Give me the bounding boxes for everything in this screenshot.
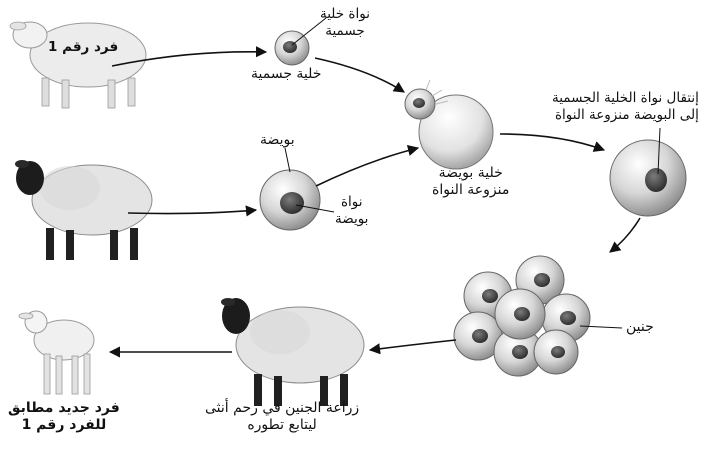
label-implantation-line-1: زراعة الجنين في رحم أنثى bbox=[205, 400, 359, 417]
label-new-individual: فرد جديد مطابق للفرد رقم 1 bbox=[8, 400, 120, 434]
black-face-sheep-egg-donor bbox=[15, 160, 152, 260]
label-somatic-nucleus-line-2: جسمية bbox=[320, 23, 370, 40]
label-implantation: زراعة الجنين في رحم أنثى ليتابع تطوره bbox=[205, 400, 359, 434]
arrow-reconstructed-to-embryo bbox=[610, 218, 640, 252]
label-egg-nucleus: نواة بويضة bbox=[335, 194, 368, 228]
label-somatic-nucleus-line-1: نواة خلية bbox=[320, 6, 370, 23]
surrogate-sheep bbox=[221, 298, 364, 406]
reconstructed-egg bbox=[610, 140, 686, 216]
egg-cell bbox=[260, 170, 320, 230]
label-enucleated-egg: خلية بويضة منزوعة النواة bbox=[432, 165, 509, 199]
label-somatic-cell: خلية جسمية bbox=[251, 66, 321, 83]
label-enucleated-egg-line-2: منزوعة النواة bbox=[432, 182, 509, 199]
white-sheep-donor bbox=[10, 22, 146, 108]
arrow-egg-to-fusion bbox=[316, 148, 418, 186]
label-nucleus-transfer-line-2: إلى البويضة منزوعة النواة bbox=[552, 107, 699, 124]
cell-fusion bbox=[405, 80, 493, 169]
label-new-individual-line-2: للفرد رقم 1 bbox=[8, 417, 120, 434]
leader-egg bbox=[285, 148, 290, 172]
label-implantation-line-2: ليتابع تطوره bbox=[205, 417, 359, 434]
label-enucleated-egg-line-1: خلية بويضة bbox=[432, 165, 509, 182]
label-egg: بويضة bbox=[260, 132, 295, 149]
label-new-individual-line-1: فرد جديد مطابق bbox=[8, 400, 120, 417]
arrow-embryo-to-surrogate bbox=[370, 340, 456, 350]
label-egg-nucleus-line-1: نواة bbox=[335, 194, 368, 211]
arrow-somatic-to-fusion bbox=[315, 58, 404, 92]
cloned-lamb bbox=[19, 311, 94, 394]
label-nucleus-transfer: إنتقال نواة الخلية الجسمية إلى البويضة م… bbox=[552, 90, 699, 124]
label-nucleus-transfer-line-1: إنتقال نواة الخلية الجسمية bbox=[552, 90, 699, 107]
label-somatic-nucleus: نواة خلية جسمية bbox=[320, 6, 370, 40]
label-egg-nucleus-line-2: بويضة bbox=[335, 211, 368, 228]
label-embryo: جنين bbox=[626, 319, 654, 336]
arrow-fusion-to-reconstructed bbox=[500, 134, 604, 150]
label-individual-1: فرد رقم 1 bbox=[48, 39, 118, 56]
embryo-cluster bbox=[454, 256, 590, 376]
